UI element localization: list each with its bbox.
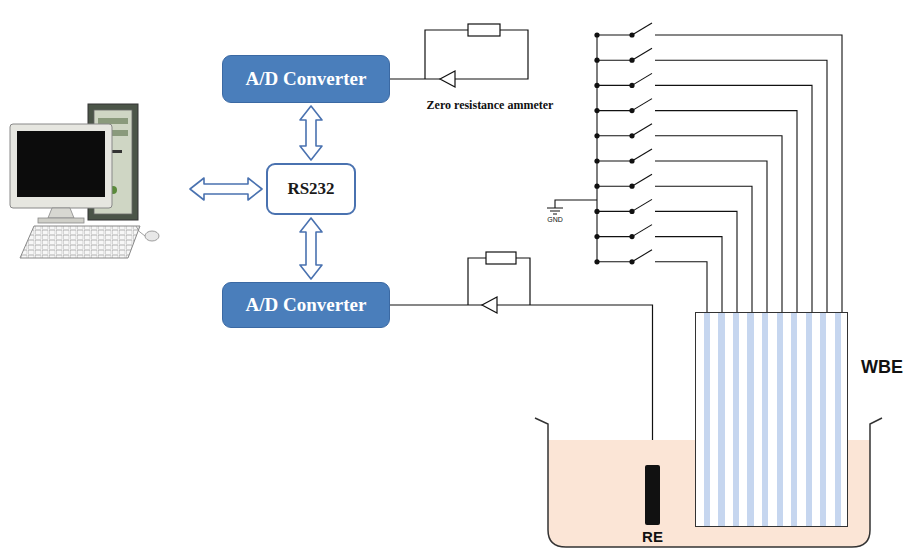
zero-resistance-ammeter bbox=[468, 252, 530, 313]
junction-dot bbox=[594, 133, 599, 138]
wire bbox=[597, 186, 632, 187]
switch-blade bbox=[632, 48, 652, 60]
junction-dot bbox=[629, 234, 634, 239]
junction-dot bbox=[629, 83, 634, 88]
wire bbox=[655, 186, 752, 312]
junction-dot bbox=[594, 32, 599, 37]
wire bbox=[655, 237, 722, 312]
switch-blade bbox=[632, 23, 652, 35]
wire bbox=[655, 35, 842, 312]
converter-box: A/D Converter bbox=[222, 55, 390, 103]
switch-array bbox=[594, 23, 842, 312]
node-label: WBE bbox=[861, 357, 903, 378]
switch-blade bbox=[632, 250, 652, 262]
wire bbox=[597, 211, 632, 212]
switch-blade bbox=[632, 124, 652, 136]
node-label: A/D Converter bbox=[246, 68, 367, 90]
junction-dot bbox=[594, 58, 599, 63]
switch-blade bbox=[632, 174, 652, 186]
converter-box: A/D Converter bbox=[222, 282, 390, 328]
junction-dot bbox=[594, 108, 599, 113]
switch-blade bbox=[632, 225, 652, 237]
ground-symbol bbox=[547, 200, 597, 214]
junction-dot bbox=[629, 108, 634, 113]
wire bbox=[655, 161, 767, 312]
junction-dot bbox=[629, 133, 634, 138]
reference-electrode: RE bbox=[645, 465, 660, 525]
switch-blade bbox=[632, 73, 652, 85]
wire bbox=[655, 262, 707, 312]
wire bbox=[597, 85, 632, 86]
wire bbox=[597, 110, 632, 111]
junction-dot bbox=[594, 259, 599, 264]
wire bbox=[597, 34, 632, 35]
double-arrow bbox=[300, 218, 322, 279]
wire bbox=[597, 160, 632, 161]
zero-resistance-ammeter bbox=[390, 24, 528, 87]
junction-dot bbox=[629, 158, 634, 163]
switch-blade bbox=[632, 199, 652, 211]
wire bbox=[597, 135, 632, 136]
junction-dot bbox=[629, 209, 634, 214]
wire bbox=[597, 60, 632, 61]
junction-dot bbox=[629, 184, 634, 189]
switch-blade bbox=[632, 99, 652, 111]
junction-dot bbox=[594, 209, 599, 214]
wire bbox=[655, 136, 782, 312]
junction-dot bbox=[594, 184, 599, 189]
switch-blade bbox=[632, 149, 652, 161]
ground-label: GND bbox=[538, 216, 572, 223]
electrode-array: WBE bbox=[695, 312, 848, 527]
junction-dot bbox=[629, 58, 634, 63]
node-label: RE bbox=[642, 528, 663, 545]
wire bbox=[655, 111, 797, 312]
junction-dot bbox=[629, 259, 634, 264]
wire bbox=[597, 236, 632, 237]
bus-wire bbox=[596, 35, 597, 262]
junction-dot bbox=[594, 83, 599, 88]
double-arrow bbox=[190, 178, 262, 200]
node-label: RS232 bbox=[287, 179, 334, 199]
ammeter-label: Zero resistance ammeter bbox=[425, 99, 555, 113]
node-label: A/D Converter bbox=[246, 294, 367, 316]
wire bbox=[655, 60, 827, 312]
wire bbox=[655, 85, 812, 312]
wire bbox=[597, 261, 632, 262]
junction-dot bbox=[594, 158, 599, 163]
double-arrow bbox=[300, 106, 322, 160]
junction-dot bbox=[594, 234, 599, 239]
wire bbox=[655, 211, 737, 312]
computer-illustration bbox=[10, 104, 159, 258]
interface-box: RS232 bbox=[266, 163, 356, 215]
junction-dot bbox=[629, 32, 634, 37]
